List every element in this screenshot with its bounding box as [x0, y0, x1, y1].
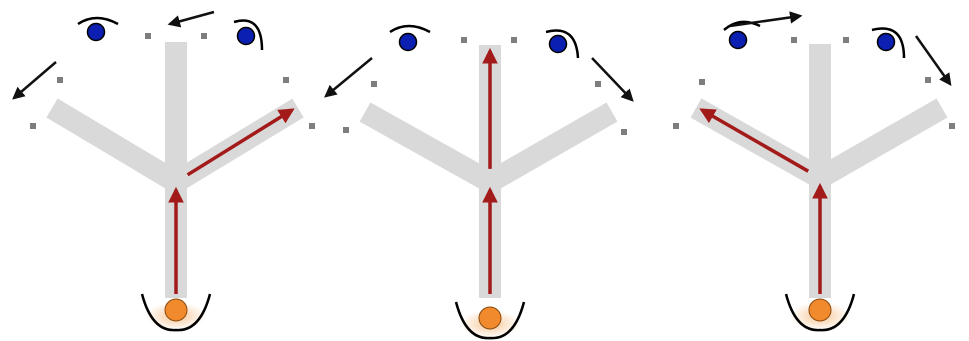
black-arrow-icon — [170, 12, 214, 24]
orange-ball-in-cup-icon — [165, 299, 187, 321]
cue-dot — [925, 77, 931, 83]
cue-dot — [461, 37, 467, 43]
black-arrow-icon — [916, 36, 950, 84]
cue-dot — [57, 77, 63, 83]
cue-dot — [145, 33, 151, 39]
red-arrow-icon — [188, 110, 292, 175]
maze-arm-left — [52, 108, 176, 182]
cup-arc — [390, 26, 430, 32]
black-arrow-icon — [592, 58, 632, 100]
blue-ball-in-cup-icon — [88, 24, 105, 41]
cue-dot — [843, 37, 849, 43]
blue-ball-in-cup-icon — [878, 34, 895, 51]
cue-dot — [201, 33, 207, 39]
maze-panel-3 — [673, 16, 955, 330]
cue-dot — [595, 81, 601, 87]
cue-dot — [283, 77, 289, 83]
cue-dot — [621, 129, 627, 135]
cue-dot — [30, 123, 36, 129]
maze-panel-1 — [14, 12, 315, 330]
red-arrow-icon — [702, 110, 808, 171]
cue-dot — [511, 37, 517, 43]
cue-dot — [699, 79, 705, 85]
maze-arm-left — [365, 112, 490, 182]
maze-panel-2 — [326, 26, 632, 338]
cue-dot — [673, 123, 679, 129]
black-arrow-icon — [326, 58, 372, 96]
cue-dot — [309, 123, 315, 129]
blue-ball-in-cup-icon — [730, 32, 747, 49]
orange-ball-in-cup-icon — [809, 299, 831, 321]
blue-ball-in-cup-icon — [400, 34, 417, 51]
maze-arm-right — [490, 112, 612, 182]
maze-arm-right — [820, 108, 942, 178]
black-arrow-icon — [14, 62, 56, 98]
panels-root — [14, 12, 955, 338]
orange-ball-in-cup-icon — [479, 307, 501, 329]
cue-dot — [343, 127, 349, 133]
blue-ball-in-cup-icon — [550, 36, 567, 53]
cue-dot — [949, 123, 955, 129]
cue-dot — [791, 37, 797, 43]
cue-dot — [371, 81, 377, 87]
blue-ball-in-cup-icon — [238, 28, 255, 45]
